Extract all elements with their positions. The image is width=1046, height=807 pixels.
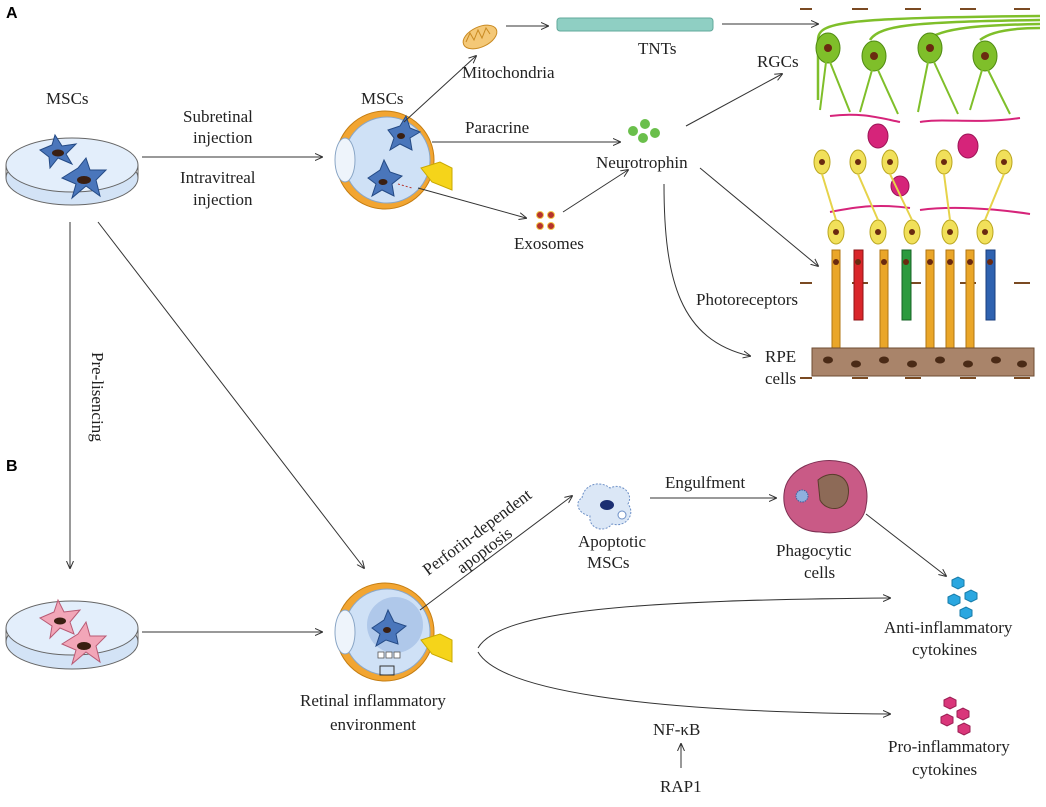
apoptotic-mscs-label: MSCs xyxy=(587,553,630,572)
msc-cell-icon xyxy=(371,608,408,648)
paracrine-label: Paracrine xyxy=(465,118,529,137)
mitochondria-arrow xyxy=(403,56,476,123)
msc-cell-icon xyxy=(39,133,78,170)
mscs-eye-label: MSCs xyxy=(361,89,404,108)
inflamed-eye-icon xyxy=(334,582,453,682)
photoreceptors-label: Photoreceptors xyxy=(696,290,798,309)
neurotrophin-icon xyxy=(628,119,660,143)
phagocyte-to-cytokine-arrow xyxy=(865,513,946,576)
dish-to-inflammatory-arrow xyxy=(97,221,364,568)
phagocytic-cells-label: cells xyxy=(804,563,835,582)
mitochondria-label: Mitochondria xyxy=(462,63,555,82)
phagocytic-cell-icon xyxy=(783,460,868,534)
anti-inflammatory-label: Anti-inflammatory xyxy=(884,618,1013,637)
panel-a-label: A xyxy=(6,5,18,22)
rap1-label: RAP1 xyxy=(660,777,702,796)
rpe-cells-label: cells xyxy=(765,369,796,388)
perforin-arrow xyxy=(419,496,572,611)
msc-cell-icon xyxy=(60,156,108,200)
pre-licensing-label: Pre-lisencing xyxy=(88,352,107,442)
engulfment-label: Engulfment xyxy=(665,473,746,492)
to-pro-inflammatory-arrow xyxy=(477,651,890,714)
eye-icon xyxy=(334,110,453,210)
petri-dish-licensed-msc xyxy=(5,598,139,670)
rpe-layer xyxy=(811,347,1035,377)
environment-label: environment xyxy=(330,715,416,734)
apoptotic-label: Apoptotic xyxy=(578,532,646,551)
nfkb-label: NF-κB xyxy=(653,720,700,739)
exosome-arrow xyxy=(417,187,526,218)
to-photoreceptors-arrow xyxy=(699,167,818,266)
exosome-icon xyxy=(536,211,555,230)
mitochondria-icon xyxy=(462,24,498,50)
msc-cell-icon xyxy=(367,158,404,198)
intravitreal-label: Intravitreal xyxy=(180,168,256,187)
subretinal-injection-label: injection xyxy=(193,128,253,147)
petri-dish-msc xyxy=(5,133,139,206)
apoptotic-msc-icon xyxy=(577,483,632,530)
retinal-inflammatory-label: Retinal inflammatory xyxy=(300,691,446,710)
pro-inflammatory-label: Pro-inflammatory xyxy=(888,737,1010,756)
phagocytic-label: Phagocytic xyxy=(776,541,852,560)
msc-cell-icon xyxy=(387,114,422,152)
anti-inflammatory-cytokines-label: cytokines xyxy=(912,640,977,659)
retina-schematic xyxy=(800,8,1041,379)
licensed-msc-cell-icon xyxy=(60,620,108,666)
neurotrophin-label: Neurotrophin xyxy=(596,153,688,172)
subretinal-label: Subretinal xyxy=(183,107,253,126)
to-rpe-arrow xyxy=(663,183,750,356)
to-rgcs-arrow xyxy=(685,74,782,127)
panel-b-label: B xyxy=(6,458,18,475)
intravitreal-injection-label: injection xyxy=(193,190,253,209)
tnt-tube-icon xyxy=(556,17,714,32)
pro-inflammatory-cytokines-label: cytokines xyxy=(912,760,977,779)
rpe-label: RPE xyxy=(765,347,796,366)
exosome-to-neurotrophin-arrow xyxy=(562,170,628,213)
pro-inflammatory-cytokine-icon xyxy=(940,696,971,736)
licensed-msc-cell-icon xyxy=(38,598,82,640)
tnts-label: TNTs xyxy=(638,39,676,58)
rgcs-label: RGCs xyxy=(757,52,799,71)
to-anti-inflammatory-arrow xyxy=(477,598,890,649)
mscs-dish-label: MSCs xyxy=(46,89,89,108)
exosomes-label: Exosomes xyxy=(514,234,584,253)
anti-inflammatory-cytokine-icon xyxy=(947,576,978,620)
